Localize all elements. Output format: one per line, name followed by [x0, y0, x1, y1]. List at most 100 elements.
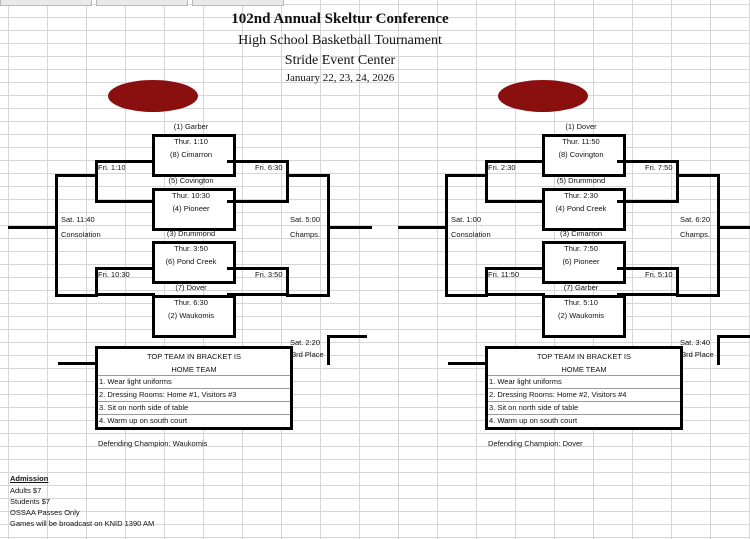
- bracket-line: [227, 293, 289, 296]
- sheet-tab[interactable]: [0, 0, 92, 6]
- game-time: Sat. 6:20: [680, 215, 711, 224]
- game-box: [152, 134, 236, 177]
- team-name: (5) Drummond: [556, 176, 606, 185]
- game-time: Fri. 3:50: [255, 270, 283, 279]
- rule-line: 1. Wear light uniforms: [489, 377, 562, 386]
- team-name: (2) Waukomis: [558, 311, 604, 320]
- rules-heading: HOME TEAM: [561, 365, 607, 374]
- game-time: Thur. 6:30: [174, 298, 208, 307]
- rule-line: 3. Sit on north side of table: [99, 403, 189, 412]
- game-box: [542, 188, 626, 231]
- logo-oval: [498, 80, 588, 112]
- bracket-line: [327, 335, 367, 338]
- team-name: (7) Garber: [563, 283, 599, 292]
- game-time: Sat. 5:00: [290, 215, 321, 224]
- bracket-line: [95, 267, 155, 270]
- rules-heading: TOP TEAM IN BRACKET IS: [146, 352, 242, 361]
- bracket-line: [445, 294, 488, 297]
- game-box: [152, 188, 236, 231]
- game-time: Fri. 10:30: [98, 270, 130, 279]
- bracket-line: [95, 293, 155, 296]
- team-name: (8) Covington: [558, 150, 604, 159]
- bracket-line: [617, 160, 679, 163]
- rule-line: 1. Wear light uniforms: [99, 377, 172, 386]
- sheet-tab[interactable]: [96, 0, 188, 6]
- sheet-tab[interactable]: [192, 0, 284, 6]
- game-box: [542, 241, 626, 284]
- rules-box: [95, 346, 293, 430]
- team-name: (3) Drummond: [166, 229, 216, 238]
- bracket-label: 3rd Place: [682, 350, 714, 359]
- bracket-line: [95, 160, 98, 202]
- game-time: Thur. 10:30: [172, 191, 210, 200]
- admission-heading: Admission: [10, 474, 49, 483]
- bracket-line: [58, 362, 95, 365]
- admission-line: Adults $7: [10, 486, 42, 495]
- rule-line: 4. Warm up on south court: [99, 416, 188, 425]
- bracket-line: [445, 174, 448, 296]
- rule-line: 2. Dressing Rooms: Home #2, Visitors #4: [489, 390, 627, 399]
- game-time: Thur. 7:50: [564, 244, 598, 253]
- rules-box: [485, 346, 683, 430]
- venue-name: Stride Event Center: [284, 53, 396, 68]
- team-name: (4) Pond Creek: [555, 204, 607, 213]
- bracket-label: 3rd Place: [292, 350, 324, 359]
- logo-oval: [108, 80, 198, 112]
- game-time: Thur. 11:50: [562, 137, 600, 146]
- team-name: (4) Pioneer: [172, 204, 210, 213]
- sheet-tabs: [0, 0, 750, 6]
- bracket-line: [55, 174, 58, 296]
- bracket-line: [717, 174, 720, 296]
- bracket-label: Champs.: [680, 230, 711, 239]
- bracket-line: [676, 294, 720, 297]
- bracket-line: [8, 226, 58, 229]
- bracket-line: [485, 267, 545, 270]
- game-box: [542, 295, 626, 338]
- game-time: Sat. 1:00: [451, 215, 482, 224]
- bracket-line: [485, 160, 488, 202]
- rule-line: 3. Sit on north side of table: [489, 403, 579, 412]
- bracket-line: [95, 160, 155, 163]
- bracket-line: [485, 293, 545, 296]
- game-time: Thur. 2:30: [564, 191, 598, 200]
- admission-line: OSSAA Passes Only: [10, 508, 80, 517]
- bracket-line: [227, 200, 289, 203]
- game-time: Fri. 2:30: [488, 163, 516, 172]
- team-name: (5) Covington: [168, 176, 214, 185]
- bracket-line: [55, 294, 98, 297]
- bracket-line: [286, 174, 330, 177]
- bracket-line: [95, 267, 98, 295]
- bracket-line: [327, 226, 372, 229]
- rules-heading: TOP TEAM IN BRACKET IS: [536, 352, 632, 361]
- team-name: (6) Pioneer: [562, 257, 600, 266]
- admission-line: Students $7: [10, 497, 51, 506]
- bracket-line: [617, 293, 679, 296]
- bracket-line: [55, 174, 98, 177]
- game-box: [152, 295, 236, 338]
- bracket-line: [676, 174, 720, 177]
- bracket-line: [717, 226, 750, 229]
- bracket-line: [448, 362, 485, 365]
- page-subtitle: High School Basketball Tournament: [238, 33, 442, 48]
- bracket-line: [398, 226, 448, 229]
- bracket-label: Consolation: [61, 230, 101, 239]
- game-time: Thur. 5:10: [564, 298, 598, 307]
- bracket-label: Champs.: [290, 230, 321, 239]
- team-name: (8) Cimarron: [169, 150, 213, 159]
- team-name: (3) Cimarron: [559, 229, 603, 238]
- bracket-line: [286, 267, 289, 295]
- bracket-line: [676, 160, 679, 202]
- admission-line: Games will be broadcast on KNID 1390 AM: [10, 519, 155, 528]
- bracket-line: [676, 267, 679, 295]
- bracket-line: [95, 200, 155, 203]
- game-time: Fri. 5:10: [645, 270, 673, 279]
- team-name: (1) Garber: [173, 122, 209, 131]
- bracket-line: [485, 160, 545, 163]
- rule-line: 4. Warm up on south court: [489, 416, 578, 425]
- game-time: Sat. 2:20: [290, 338, 321, 347]
- bracket-line: [286, 294, 330, 297]
- bracket-line: [717, 335, 750, 338]
- game-time: Thur. 3:50: [174, 244, 208, 253]
